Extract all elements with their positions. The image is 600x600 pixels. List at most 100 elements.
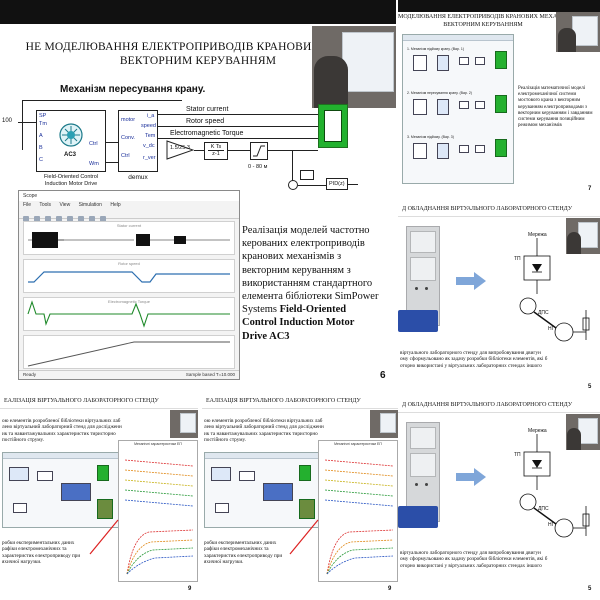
slide-9-intro-text: ою елементів розробленої бібліотеки вірт…: [204, 418, 374, 444]
slide-9-bottom-text: робки експериментальних даних рафіки еле…: [2, 540, 122, 566]
drive-port-wm: Wm: [89, 161, 99, 167]
text-line: постійного струму.: [2, 437, 44, 444]
mini-block: [413, 143, 427, 159]
slide-7-thumbnail[interactable]: МОДЕЛЮВАННЯ ЕЛЕКТРОПРИВОДІВ КРАНОВИХ МЕХ…: [398, 0, 600, 200]
stand-knob: [415, 483, 418, 486]
menu-view[interactable]: View: [59, 202, 71, 208]
scope-window[interactable]: Scope File Tools View Simulation Help St…: [18, 190, 240, 380]
pid-block[interactable]: PID(z): [326, 178, 348, 190]
presenter-silhouette: [314, 56, 348, 108]
stand-schematic: [519, 434, 590, 538]
toolbar-autoscale-icon[interactable]: [89, 216, 95, 222]
saturation-block[interactable]: [250, 142, 268, 160]
mini-block: [263, 483, 293, 501]
toolbar-pan-icon[interactable]: [78, 216, 84, 222]
mini-block: [413, 99, 427, 115]
foc-drive-block[interactable]: SP Tm A B C Ctrl Wm AC3: [36, 110, 106, 172]
presenter-webcam: [312, 26, 396, 108]
slide-5-page-number: 5: [588, 586, 592, 592]
menu-file[interactable]: File: [23, 202, 32, 208]
lab-stand-base: [398, 310, 438, 332]
text-line: рафіки електромеханічних та: [2, 546, 67, 553]
model-row: 2. Механізм пересування крану. (Вар. 2): [407, 91, 509, 121]
wire: [158, 126, 318, 127]
wire: [106, 162, 118, 163]
demux-block[interactable]: motor Conv. Ctrl i_a speed Tem v_dc r_ve…: [118, 110, 158, 172]
slide-5-thumbnail[interactable]: Д ОБЛАДНАННЯ ВІРТУАЛЬНОГО ЛАБОРАТОРНОГО …: [398, 204, 600, 396]
drive-port-ctrl: Ctrl: [89, 141, 98, 147]
toolbar-zoom-icon[interactable]: [67, 216, 73, 222]
model-row-label: 1. Механізм підйому крану. (Вар. 1): [407, 47, 465, 51]
menu-help[interactable]: Help: [110, 202, 121, 208]
scope-status-bar: Ready Sample based T=10.000: [19, 370, 239, 379]
wire: [292, 150, 293, 184]
presenter-webcam: [556, 12, 600, 52]
plot-position[interactable]: [23, 335, 235, 369]
model-row-label: 3. Механізм підйому. (Вар. 3): [407, 135, 454, 139]
mini-block: [437, 143, 449, 159]
demux-out-ia: i_a: [147, 113, 155, 119]
presenter-webcam: [370, 410, 398, 438]
toolbar-step-icon[interactable]: [45, 216, 51, 222]
toolbar-cursor-icon[interactable]: [100, 216, 106, 222]
drive-port-c: C: [39, 157, 43, 163]
gain-block[interactable]: [166, 140, 194, 160]
plot-title: Electromagnetic Torque: [108, 299, 150, 304]
scope-menu-bar: File Tools View Simulation Help: [19, 201, 239, 209]
signal-electromagnetic-torque: Electromagnetic Torque: [170, 130, 244, 137]
text-line: яхичної нагрузки.: [204, 559, 244, 566]
plot-stator-current[interactable]: Stator current: [23, 221, 235, 255]
integrator-denominator: z-1: [212, 151, 220, 157]
text-line: яхичної нагрузки.: [2, 559, 42, 566]
range-label: 0 - 80 м: [248, 164, 268, 170]
menu-tools[interactable]: Tools: [39, 202, 52, 208]
schematic-label-network: Мережа: [528, 232, 547, 238]
toolbar-run-icon[interactable]: [34, 216, 40, 222]
sum-block[interactable]: [288, 180, 298, 190]
stand-knob: [425, 483, 428, 486]
torque-trace: [27, 300, 230, 328]
menu-simulation[interactable]: Simulation: [78, 202, 102, 208]
text-line: постійного струму.: [204, 437, 246, 444]
main-slide-subtitle: Механізм пересування крану.: [60, 84, 206, 95]
slide-9-thumbnail[interactable]: ЕАЛІЗАЦІЯ ВІРТУАЛЬНОГО ЛАБОРАТОРНОГО СТЕ…: [0, 396, 198, 600]
plot-electromagnetic-torque[interactable]: Electromagnetic Torque: [23, 297, 235, 331]
stand-knob: [425, 287, 428, 290]
model-row: 3. Механізм підйому. (Вар. 3): [407, 135, 509, 165]
title-line-1: НЕ МОДЕЛЮВАННЯ ЕЛЕКТРОПРИВОДІВ КРАНОВИХ …: [25, 41, 371, 53]
scope-block[interactable]: [318, 104, 348, 148]
text-line: робки експериментальних даних: [2, 540, 75, 546]
slide-top-bar: [0, 0, 396, 24]
schematic-label-tp: ТП: [514, 452, 521, 458]
wire: [348, 184, 358, 185]
plot-rotor-speed[interactable]: Rotor speed: [23, 259, 235, 293]
slide-5-thumbnail-copy[interactable]: Д ОБЛАДНАННЯ ВІРТУАЛЬНОГО ЛАБОРАТОРНОГО …: [398, 400, 600, 600]
discrete-integrator-block[interactable]: K Ts z-1: [204, 142, 228, 160]
compare-block[interactable]: [300, 170, 314, 180]
constant-block[interactable]: 100: [2, 118, 20, 128]
slide-9-header: ЕАЛІЗАЦІЯ ВІРТУАЛЬНОГО ЛАБОРАТОРНОГО СТЕ…: [206, 398, 361, 404]
demux-out-speed: speed: [141, 123, 156, 129]
model-row-label: 2. Механізм пересування крану. (Вар. 2): [407, 91, 472, 95]
presenter-webcam: [170, 410, 198, 438]
slide-5-header: Д ОБЛАДНАННЯ ВІРТУАЛЬНОГО ЛАБОРАТОРНОГО …: [402, 402, 573, 408]
demux-label: demux: [128, 174, 148, 181]
caption-line: віртуального лабораторного стенду для ви…: [400, 550, 541, 556]
text-line: ою елементів розробленої бібліотеки вірт…: [204, 418, 323, 424]
slide-9-model-screenshot: [204, 452, 320, 528]
slide-7-title: МОДЕЛЮВАННЯ ЕЛЕКТРОПРИВОДІВ КРАНОВИХ МЕХ…: [398, 14, 578, 29]
mini-block: [211, 467, 231, 481]
toolbar-stop-icon[interactable]: [56, 216, 62, 222]
lab-stand-base: [398, 506, 438, 528]
toolbar-settings-icon[interactable]: [23, 216, 29, 222]
slide-9-thumbnail-copy[interactable]: ЕАЛІЗАЦІЯ ВІРТУАЛЬНОГО ЛАБОРАТОРНОГО СТЕ…: [202, 396, 398, 600]
screenshot-toolbar: [205, 453, 319, 459]
characteristic-curves: [324, 459, 394, 575]
demux-port-conv: Conv.: [121, 135, 135, 141]
motor-drive-icon: [59, 123, 83, 147]
main-slide[interactable]: НЕ МОДЕЛЮВАННЯ ЕЛЕКТРОПРИВОДІВ КРАНОВИХ …: [0, 0, 396, 392]
screenshot-toolbar: [403, 35, 513, 41]
slide-9-page-number: 9: [388, 586, 392, 592]
rotor-speed-trace: [28, 271, 230, 283]
caption-line: віртуального лабораторного стенду для ви…: [400, 350, 541, 356]
